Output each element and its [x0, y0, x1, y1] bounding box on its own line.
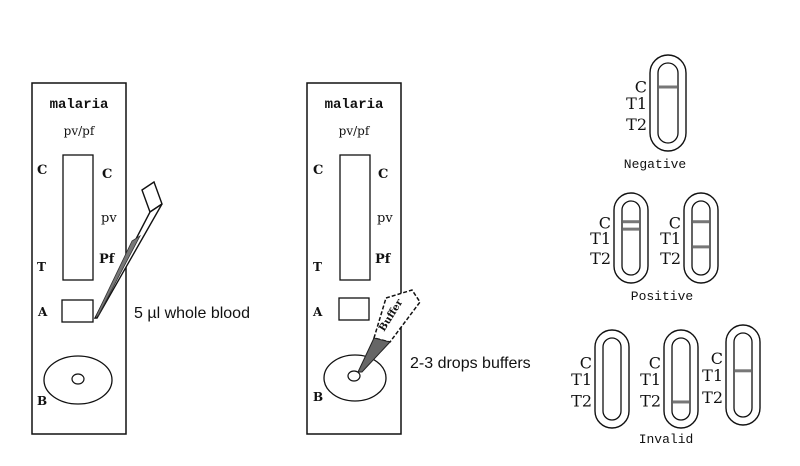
- label-t: T: [313, 260, 322, 274]
- label-c-left: C: [37, 163, 47, 178]
- label-pv: pv: [101, 211, 117, 226]
- strip-label-c: C: [711, 349, 723, 368]
- label-a: A: [37, 305, 48, 319]
- label-invalid: Invalid: [639, 432, 694, 447]
- test-window: [339, 154, 371, 281]
- card-title: malaria: [50, 97, 109, 113]
- buffer-bottle-icon: Buffer: [357, 289, 421, 373]
- strip-window: [602, 337, 622, 421]
- strip-label-t2: T2: [626, 115, 647, 134]
- label-b: B: [313, 390, 323, 404]
- strip-window: [657, 62, 679, 144]
- sample-well-a: [61, 299, 94, 323]
- test-card-step1: malaria pv/pf C C pv T Pf A B: [31, 82, 127, 435]
- buffer-well-b-center: [71, 373, 85, 385]
- label-c-right: C: [378, 167, 388, 182]
- strip-label-t2: T2: [590, 249, 611, 268]
- label-c-right: C: [102, 167, 112, 182]
- pipette-icon: [93, 180, 163, 319]
- label-pf: Pf: [375, 252, 392, 267]
- strip-label-t1: T1: [702, 366, 723, 385]
- strip-label-c: C: [580, 353, 592, 372]
- strip-label-t1: T1: [640, 370, 661, 389]
- strip-label-t1: T1: [590, 229, 611, 248]
- strip-label-t2: T2: [571, 392, 592, 411]
- strip-label-c: C: [669, 214, 681, 233]
- label-positive: Positive: [631, 289, 693, 304]
- label-b: B: [37, 394, 47, 408]
- strip-label-t1: T1: [571, 370, 592, 389]
- buffer-well-b-center: [347, 370, 361, 382]
- strip-label-t2: T2: [640, 392, 661, 411]
- label-a: A: [312, 305, 323, 319]
- strip-window: [733, 332, 753, 418]
- test-window: [62, 154, 94, 281]
- label-pf: Pf: [99, 252, 116, 267]
- label-t: T: [37, 260, 46, 274]
- strip-label-c: C: [649, 353, 661, 372]
- label-negative: Negative: [624, 157, 686, 172]
- card-title: malaria: [325, 97, 384, 113]
- test-card-step2: malaria pv/pf C C pv T Pf A B: [306, 82, 402, 435]
- strip-window: [671, 337, 691, 421]
- label-pv: pv: [377, 211, 393, 226]
- strip-label-c: C: [635, 78, 647, 97]
- card-subtitle: pv/pf: [64, 124, 96, 138]
- strip-label-c: C: [599, 214, 611, 233]
- card-subtitle: pv/pf: [339, 124, 371, 138]
- strip-window: [621, 200, 641, 276]
- sample-well-a: [338, 297, 370, 321]
- label-c-left: C: [313, 163, 323, 178]
- step2-caption: 2-3 drops buffers: [410, 355, 531, 372]
- strip-label-t1: T1: [660, 229, 681, 248]
- strip-label-t1: T1: [626, 94, 647, 113]
- strip-label-t2: T2: [702, 388, 723, 407]
- strip-window: [691, 200, 711, 276]
- strip-label-t2: T2: [660, 249, 681, 268]
- step1-caption: 5 µl whole blood: [134, 305, 250, 322]
